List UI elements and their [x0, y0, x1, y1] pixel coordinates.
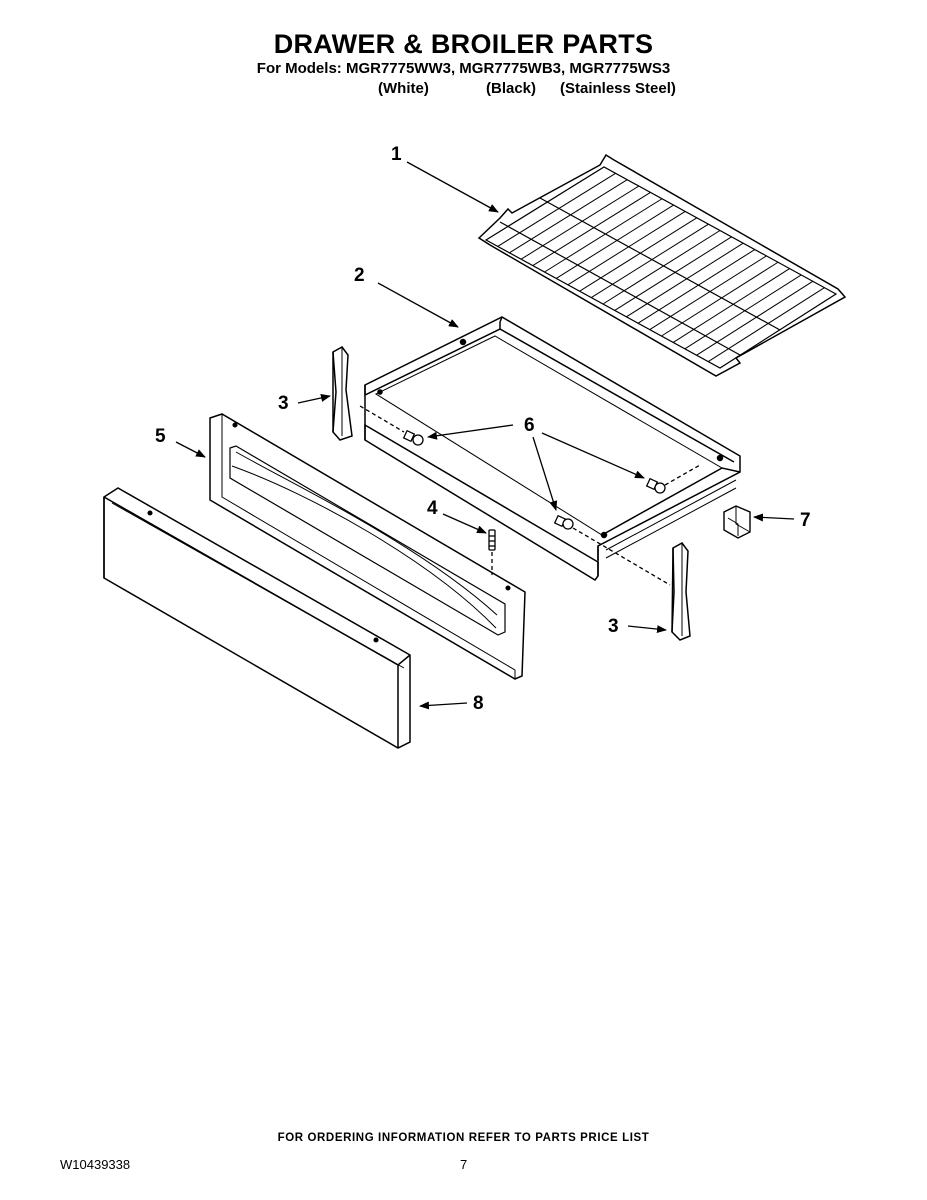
- callout-6: 6: [524, 415, 535, 436]
- rack-bar: [555, 204, 674, 279]
- rack-bar: [579, 217, 698, 292]
- rack-bar: [661, 261, 779, 337]
- rack-bar: [614, 236, 732, 311]
- drawer-clip: [723, 505, 751, 539]
- bolt-upper-left: [359, 405, 424, 446]
- rack-bar: [684, 274, 802, 350]
- drawer-front-panel: [209, 413, 526, 680]
- rack-bar: [532, 191, 651, 267]
- rack-bar: [520, 185, 640, 260]
- variant-black: (Black): [486, 80, 537, 97]
- rack-bar: [672, 268, 790, 343]
- rack-bar: [696, 280, 814, 356]
- variant-white: (White): [378, 80, 429, 97]
- callout-3-lower: 3: [608, 616, 619, 637]
- leader-lines: [175, 161, 795, 710]
- rack-bar: [497, 172, 616, 247]
- callout-2: 2: [354, 265, 365, 286]
- rack-bar: [708, 287, 825, 363]
- shoulder-bolts: [359, 405, 701, 586]
- document-number: W10439338: [60, 1157, 131, 1172]
- callout-1: 1: [391, 144, 402, 165]
- callout-numbers: 1 2 3 3 4 5 6 7 8: [155, 144, 811, 714]
- callout-4: 4: [427, 498, 438, 519]
- callout-7: 7: [800, 510, 811, 531]
- rack-bar: [649, 255, 767, 331]
- drawer-slide-left: [332, 346, 353, 441]
- callout-8: 8: [473, 693, 484, 714]
- bolt-lower: [553, 514, 671, 586]
- model-variants: (White) (Black) (Stainless Steel): [0, 80, 927, 100]
- rack-bar: [509, 179, 628, 254]
- rack-bar: [626, 242, 744, 318]
- callout-5: 5: [155, 426, 166, 447]
- page-header: DRAWER & BROILER PARTS For Models: MGR77…: [0, 28, 927, 78]
- rack-bar: [567, 211, 686, 286]
- model-list: For Models: MGR7775WW3, MGR7775WB3, MGR7…: [256, 60, 671, 77]
- broiler-rack: [477, 153, 847, 377]
- variant-stainless: (Stainless Steel): [560, 80, 676, 97]
- bolt-right: [645, 464, 701, 494]
- rack-bar: [591, 223, 709, 299]
- callout-3-upper: 3: [278, 393, 289, 414]
- page-title: DRAWER & BROILER PARTS: [273, 29, 654, 59]
- rack-bar: [544, 198, 663, 273]
- rack-bar: [602, 230, 721, 305]
- page-number: 7: [460, 1157, 468, 1172]
- screw: [488, 529, 496, 575]
- drawer-slide-right: [671, 542, 691, 641]
- rack-bar: [637, 249, 756, 324]
- outer-drawer-panel: [103, 487, 411, 749]
- ordering-note: FOR ORDERING INFORMATION REFER TO PARTS …: [277, 1132, 650, 1144]
